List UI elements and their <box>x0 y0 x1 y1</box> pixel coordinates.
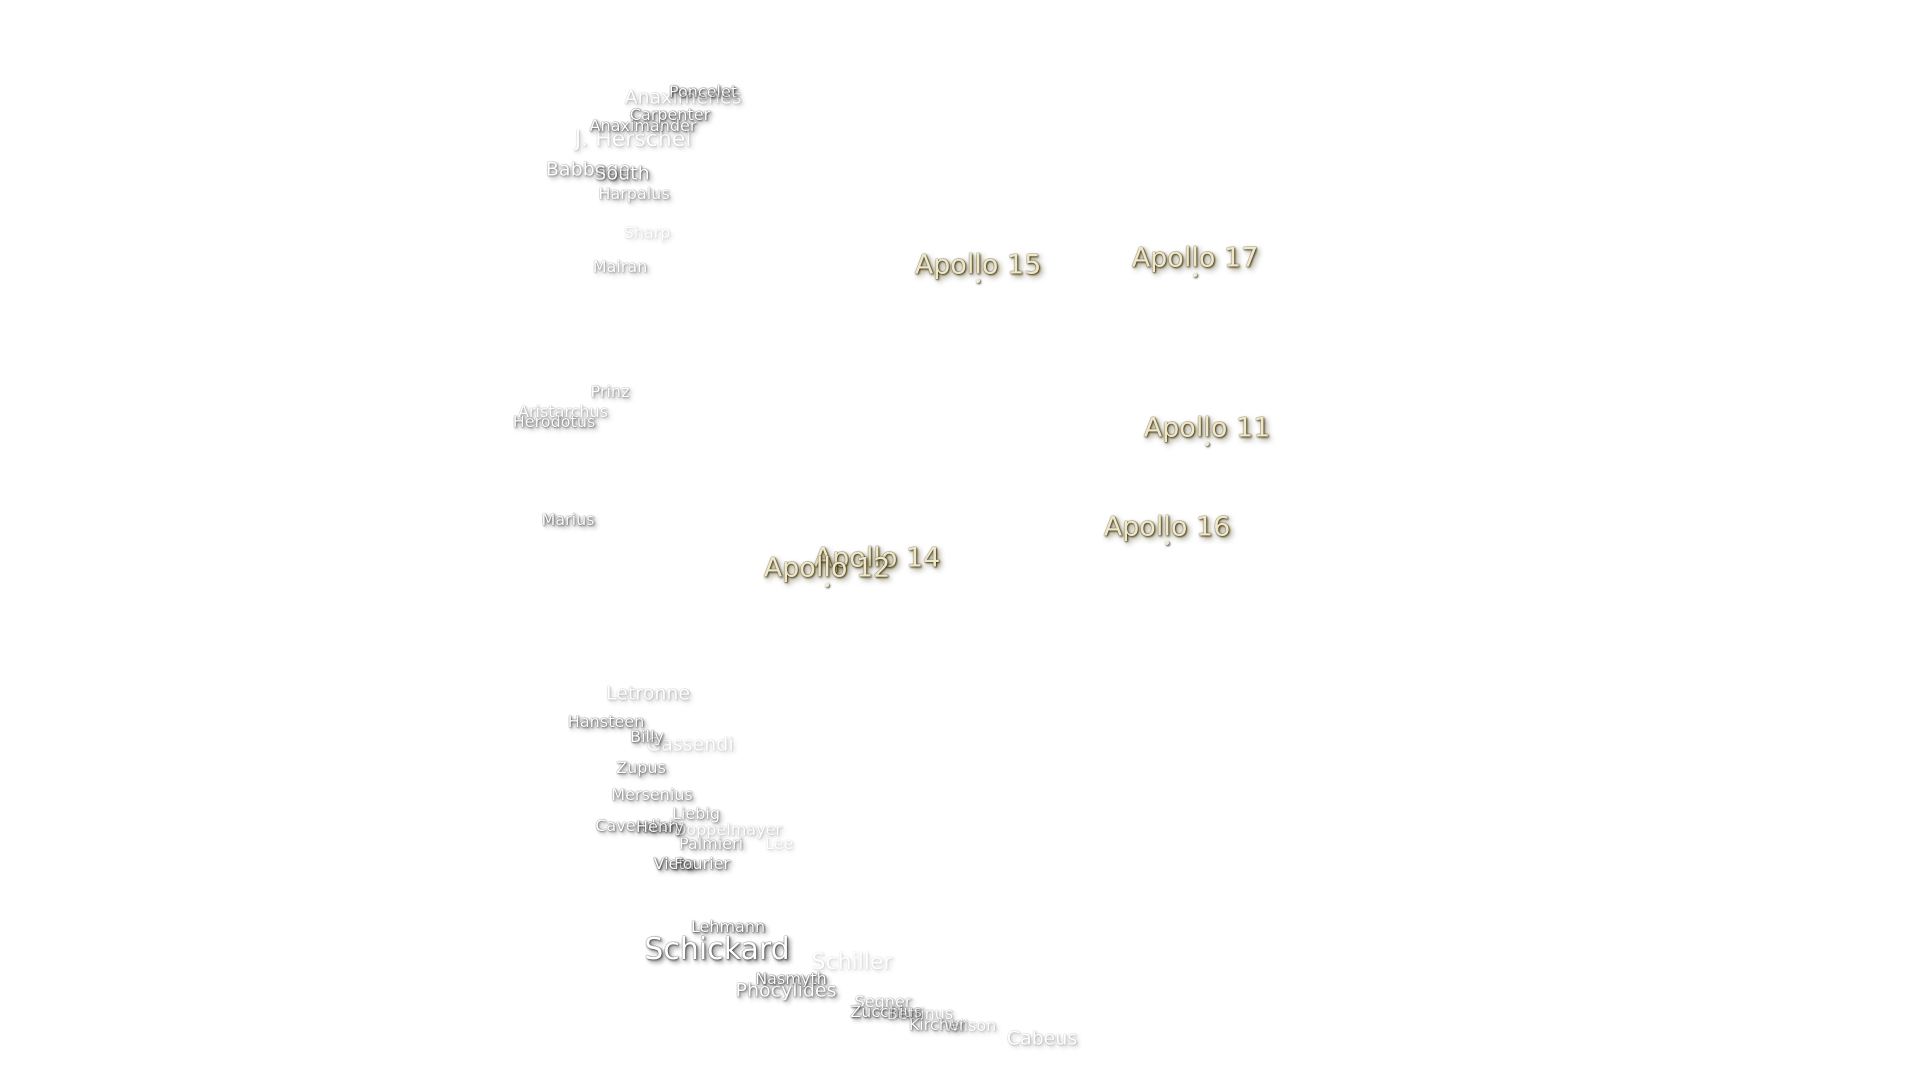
crater-label: Cavendish <box>595 816 679 835</box>
crater-label: Zupus <box>616 758 666 777</box>
crater-label: Harpalus <box>598 184 670 203</box>
crater-label: Letronne <box>605 682 691 705</box>
crater-label: South <box>594 162 650 185</box>
apollo-landing-marker <box>1193 273 1197 277</box>
crater-label: Marius <box>541 510 595 529</box>
apollo-site-label: Apollo 12 <box>763 552 891 584</box>
apollo-landing-marker <box>1205 442 1209 446</box>
crater-label: Hansteen <box>567 712 645 731</box>
crater-label: Kircher <box>908 1015 966 1034</box>
apollo-landing-marker <box>825 583 829 587</box>
crater-label: Aristarchus <box>517 402 609 421</box>
apollo-site-label: Apollo 17 <box>1131 242 1259 274</box>
crater-label: Cabeus <box>1006 1027 1078 1050</box>
crater-label: Poncelet <box>668 82 738 101</box>
crater-label: Doppelmayer <box>674 820 782 839</box>
apollo-landing-marker <box>1165 541 1169 545</box>
crater-label: Bettinus <box>886 1004 954 1023</box>
crater-label: Liebig <box>672 804 720 823</box>
crater-label: Vieta <box>653 854 695 873</box>
apollo-site-label: Apollo 16 <box>1103 511 1231 543</box>
crater-label: Lee <box>764 834 794 853</box>
crater-label: Lehmann <box>690 917 766 936</box>
crater-label: Fourier <box>673 854 731 873</box>
crater-label: Schiller <box>811 950 893 975</box>
crater-label: Anaximenes <box>624 86 742 109</box>
crater-label: Anaximander <box>589 116 697 135</box>
crater-label: Mairan <box>592 257 648 276</box>
crater-label: Babbage <box>545 158 631 181</box>
crater-label: Schickard <box>644 932 790 967</box>
crater-label: Herodotus <box>512 412 596 431</box>
crater-label: Zucchius <box>850 1002 922 1021</box>
apollo-site-label: Apollo 14 <box>813 542 941 574</box>
crater-label: Billy <box>630 727 664 746</box>
apollo-site-label: Apollo 15 <box>914 249 1042 281</box>
apollo-landing-marker <box>976 279 980 283</box>
crater-label: J. Herschel <box>574 127 692 152</box>
crater-label: Carpenter <box>629 105 711 124</box>
crater-label: Henry <box>635 817 685 836</box>
crater-label: Mersenius <box>611 785 693 804</box>
crater-label: Prinz <box>590 382 630 401</box>
crater-label: Phocylides <box>735 979 837 1002</box>
crater-label: Nasmyth <box>755 969 827 988</box>
crater-label: Sharp <box>623 223 671 242</box>
crater-label: Palmieri <box>678 834 744 853</box>
apollo-landing-marker <box>875 572 879 576</box>
crater-label: Gassendi <box>646 733 734 756</box>
crater-label: Wilson <box>943 1016 997 1035</box>
crater-label: Segner <box>854 992 912 1011</box>
apollo-site-label: Apollo 11 <box>1143 412 1271 444</box>
